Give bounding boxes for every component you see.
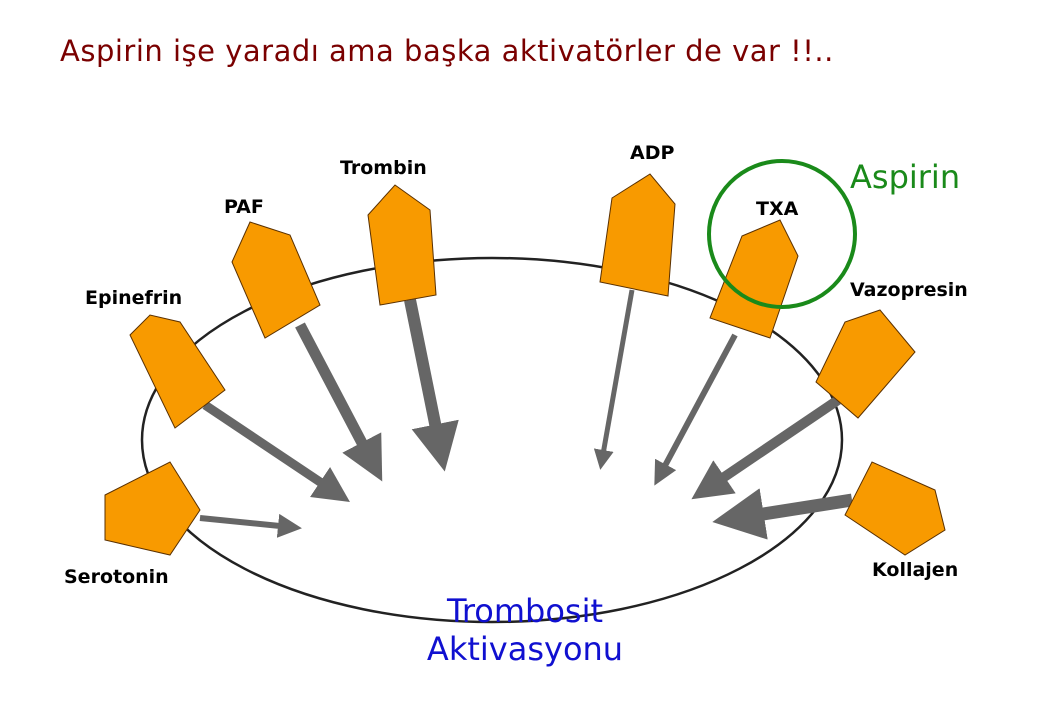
- arrow-epinefrin: [202, 401, 350, 503]
- arrow-kollajen: [712, 488, 854, 540]
- label-vazopresin: Vazopresin: [850, 279, 968, 301]
- aspirin-inhibition-circle: [707, 159, 857, 309]
- receptor-adp: [599, 173, 676, 297]
- slide-title: Aspirin işe yaradı ama başka aktivatörle…: [60, 34, 834, 68]
- label-txa: TXA: [756, 198, 799, 220]
- center-label-line1: Trombosit: [446, 592, 604, 630]
- receptor-serotonin: [104, 461, 201, 556]
- arrow-trombin: [404, 298, 459, 472]
- arrow-adp: [593, 289, 635, 470]
- receptor-kollajen: [844, 461, 946, 556]
- arrow-paf: [295, 322, 383, 482]
- arrow-vazopresin: [691, 395, 841, 500]
- arrow-serotonin: [199, 513, 302, 538]
- aspirin-label: Aspirin: [850, 158, 961, 196]
- receptor-trombin: [367, 184, 437, 306]
- label-paf: PAF: [224, 196, 264, 218]
- label-kollajen: Kollajen: [872, 559, 959, 581]
- label-epinefrin: Epinefrin: [85, 287, 183, 309]
- center-label: Trombosit Aktivasyonu: [400, 592, 650, 668]
- label-trombin: Trombin: [340, 157, 427, 179]
- platelet-ellipse: [140, 256, 844, 624]
- label-adp: ADP: [630, 142, 675, 164]
- receptor-paf: [231, 221, 321, 339]
- arrow-txa: [654, 333, 738, 486]
- center-label-line2: Aktivasyonu: [426, 630, 624, 668]
- receptor-epinefrin: [129, 314, 226, 429]
- label-serotonin: Serotonin: [64, 566, 169, 588]
- receptor-vazopresin: [815, 309, 916, 419]
